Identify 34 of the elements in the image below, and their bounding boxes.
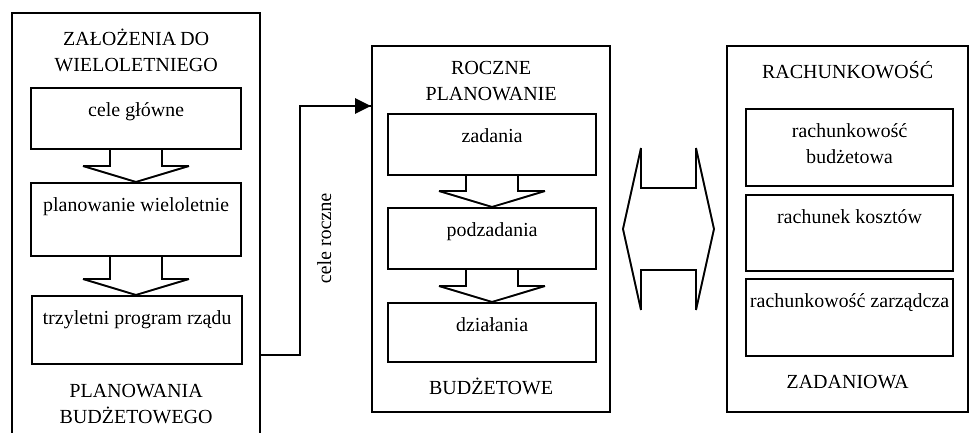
box-label: planowanie wieloletnie [42, 193, 230, 218]
group-heading: ZAŁOŻENIA DO WIELOLETNIEGO [53, 27, 219, 78]
group-heading: ZADANIOWA [785, 370, 910, 395]
group-frame [371, 45, 611, 413]
group-heading: ROCZNE PLANOWANIE [424, 56, 558, 107]
block-arrow [438, 268, 546, 304]
process-box [30, 182, 242, 257]
box-label: trzyletni program rządu [42, 306, 232, 331]
block-arrow [438, 174, 546, 208]
group-heading: PLANOWANIA BUDŻETOWEGO [58, 379, 214, 430]
process-box [387, 302, 597, 363]
process-box [387, 113, 597, 176]
process-box [745, 194, 954, 272]
group-frame [11, 12, 261, 433]
box-label: zadania [460, 124, 524, 149]
block-arrow [82, 255, 190, 296]
process-box [31, 295, 243, 365]
process-box [745, 108, 954, 187]
group-heading: BUDŻETOWE [428, 376, 554, 401]
process-box [745, 278, 954, 357]
edge-label: cele roczne [313, 192, 338, 284]
block-arrow [82, 148, 190, 184]
group-frame [726, 45, 969, 413]
process-box [387, 207, 597, 270]
process-box [30, 87, 242, 150]
box-label: rachunek kosztów [776, 205, 923, 230]
box-label: rachunkowość zarządcza [748, 289, 950, 314]
connector-arrow [261, 98, 371, 356]
box-label: podzadania [445, 218, 539, 243]
group-heading: RACHUNKOWOŚĆ [760, 60, 934, 85]
box-label: cele główne [86, 98, 186, 123]
box-label: działania [454, 313, 530, 338]
double-block-arrow [622, 147, 716, 311]
box-label: rachunkowość budżetowa [790, 119, 908, 170]
